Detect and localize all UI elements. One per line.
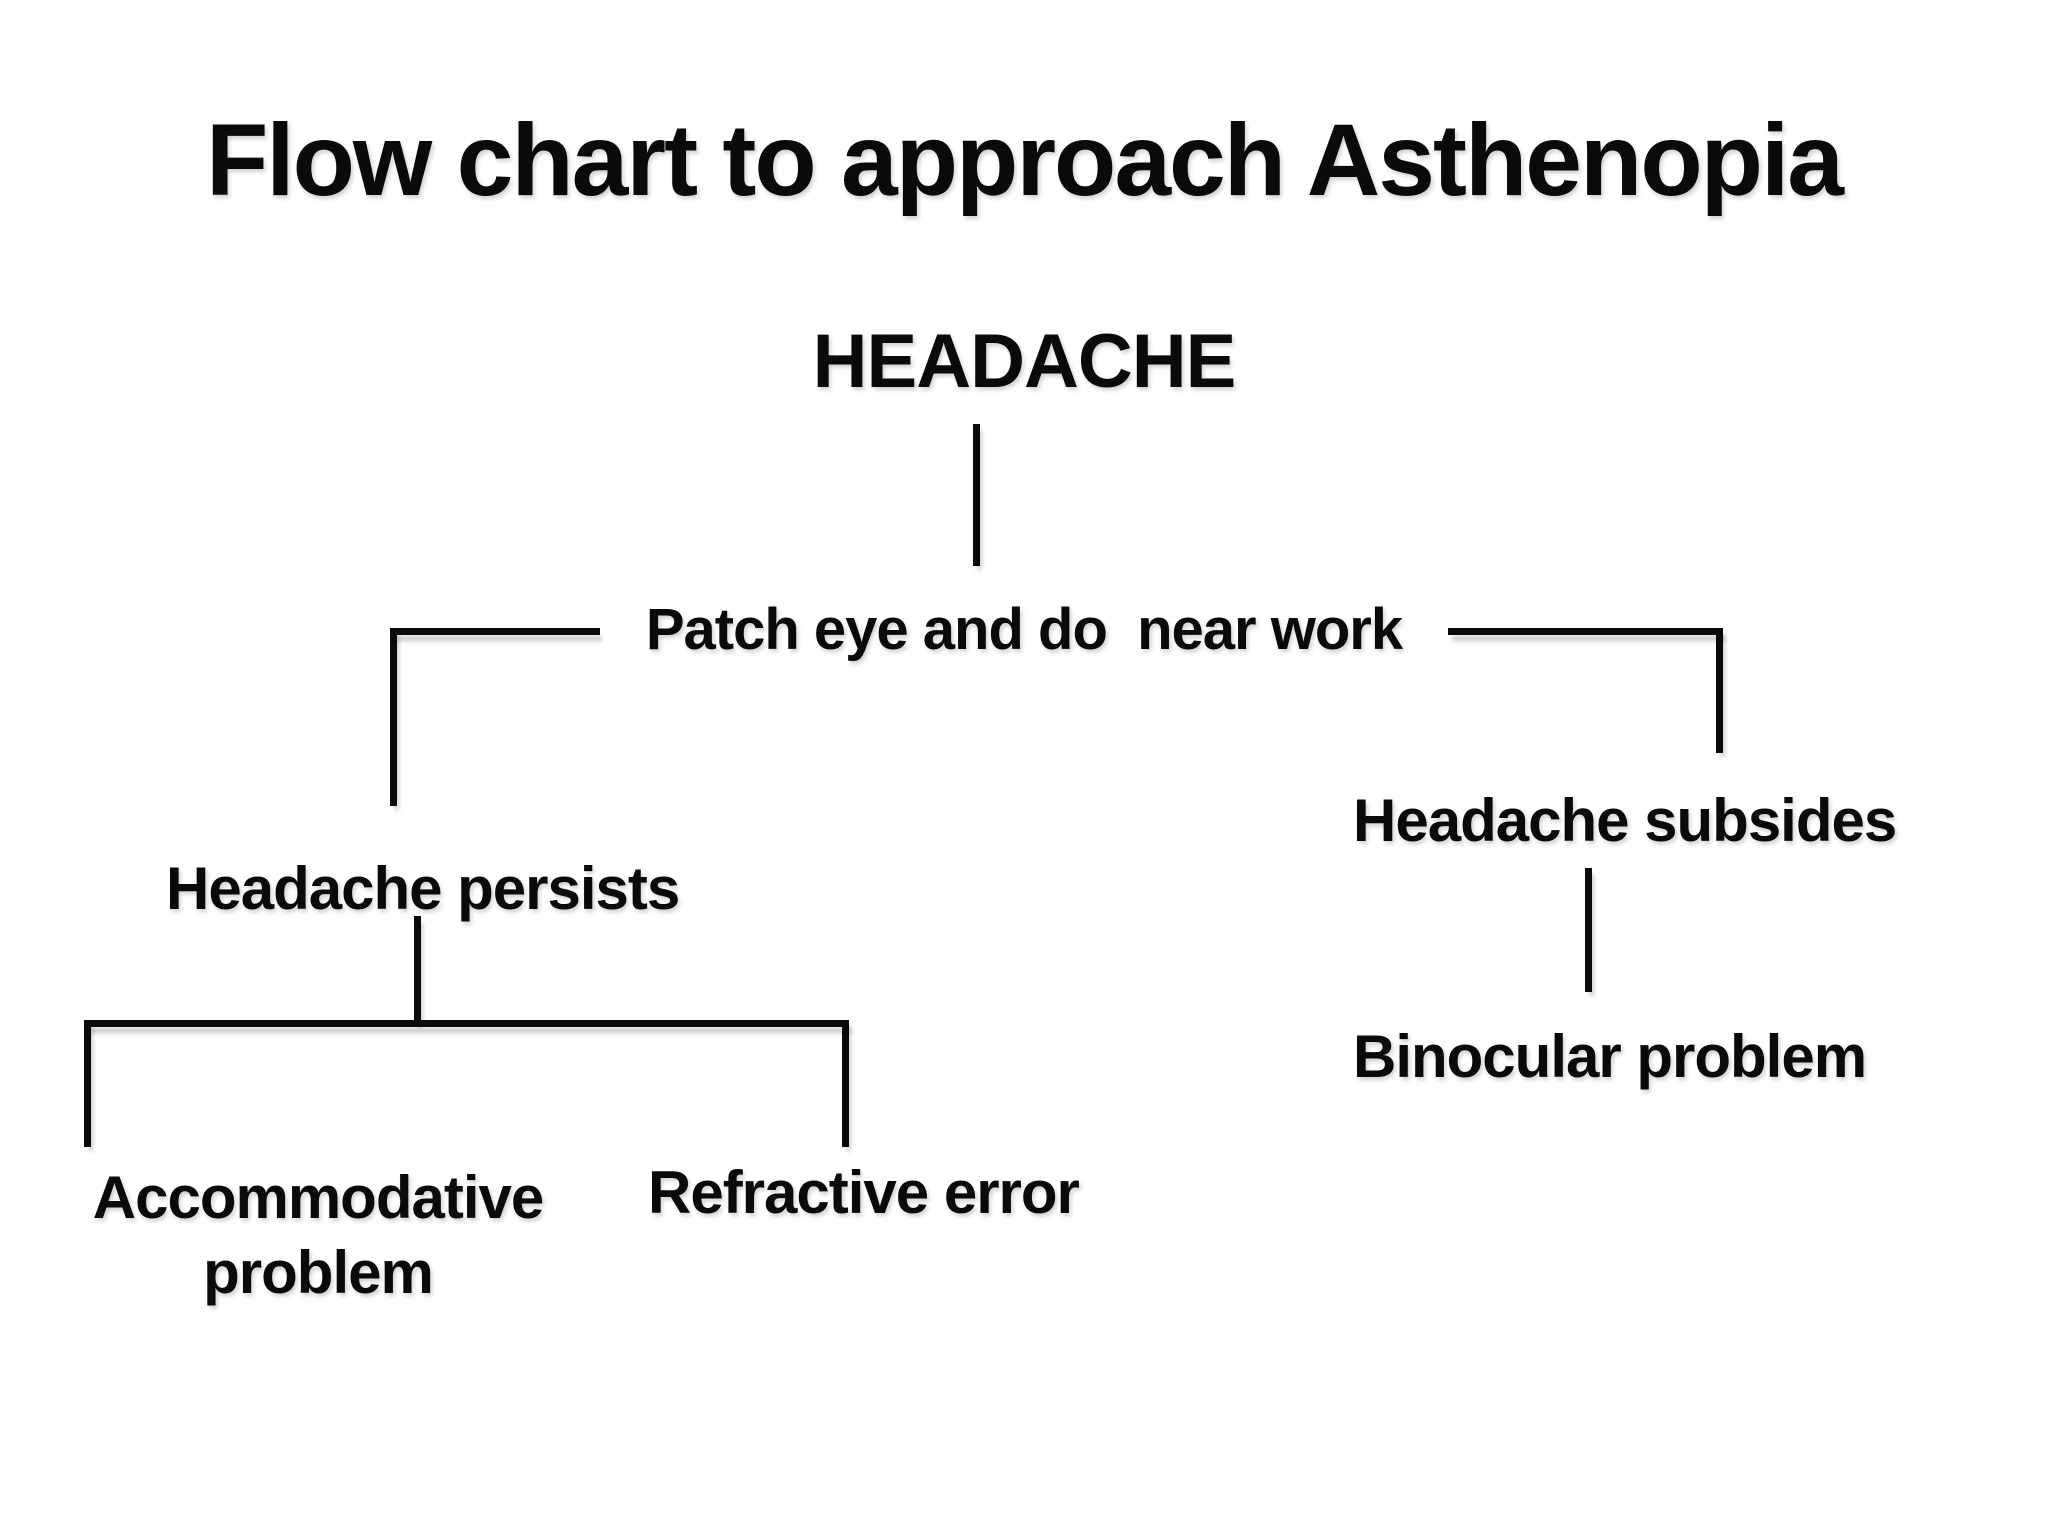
node-accommodative-problem: Accommodative problem — [92, 1164, 544, 1306]
edge-persists-branch-horizontal — [84, 1020, 849, 1027]
node-binocular-problem: Binocular problem — [1353, 1023, 1867, 1090]
edge-branch-to-accommodative — [84, 1020, 91, 1147]
edge-patch-to-subsides-horizontal — [1448, 628, 1723, 635]
edge-patch-to-subsides-vertical — [1716, 628, 1723, 753]
node-headache-persists: Headache persists — [166, 855, 680, 922]
node-headache-subsides: Headache subsides — [1353, 787, 1897, 854]
edge-patch-to-persists-vertical — [390, 628, 397, 806]
node-refractive-error: Refractive error — [648, 1159, 1080, 1226]
edge-persists-stem — [414, 916, 421, 1024]
edge-patch-to-persists-horizontal — [390, 628, 600, 635]
edge-subsides-to-binocular — [1585, 868, 1592, 992]
edge-headache-to-patch — [973, 424, 980, 566]
page-title: Flow chart to approach Asthenopia — [205, 103, 1844, 217]
node-headache: HEADACHE — [812, 319, 1237, 404]
edge-branch-to-refractive — [842, 1020, 849, 1147]
node-patch-eye-near-work: Patch eye and do near work — [645, 597, 1403, 662]
